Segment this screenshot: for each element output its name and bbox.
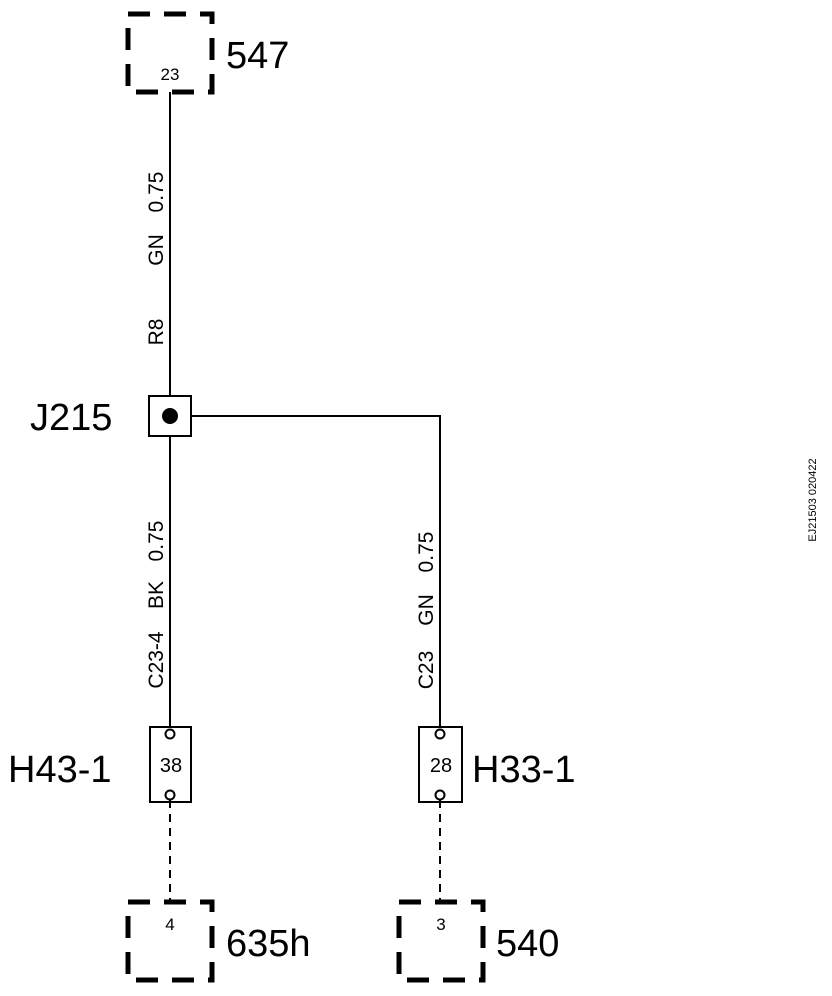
connector-h33-1-pin: 28 — [430, 755, 452, 777]
component-540: 3 540 — [396, 899, 559, 983]
connector-h33-1: 28 H33-1 — [418, 726, 576, 803]
wire-top-label: R8 GN 0.75 — [145, 172, 168, 346]
wire-right-label: C23 GN 0.75 — [415, 532, 438, 690]
component-540-label: 540 — [496, 923, 559, 965]
wire-top-circuit: R8 — [145, 319, 168, 346]
document-id: EJ21503 020422 — [807, 458, 819, 541]
wire-left-color: BK — [145, 581, 168, 609]
connector-h33-1-label: H33-1 — [472, 749, 576, 791]
connector-h43-1-pin-bottom — [164, 789, 176, 801]
splice-j215-label: J215 — [30, 397, 112, 439]
component-635h-label: 635h — [226, 923, 311, 965]
component-635h: 4 635h — [125, 899, 311, 983]
connector-h43-1: 38 H43-1 — [8, 726, 192, 803]
component-547-label: 547 — [226, 35, 289, 77]
wire-right — [191, 415, 441, 728]
wire-top-color: GN — [145, 234, 168, 266]
connector-h43-1-pin-top — [164, 728, 176, 740]
wire-right-gauge: 0.75 — [415, 532, 438, 573]
component-635h-pin: 4 — [165, 915, 174, 934]
wire-left-label: C23-4 BK 0.75 — [145, 521, 168, 689]
connector-h33-1-pin-top — [434, 728, 446, 740]
splice-j215: J215 — [30, 395, 192, 439]
wire-right-color: GN — [415, 594, 438, 626]
splice-j215-dot — [162, 408, 178, 424]
component-540-outline — [396, 899, 486, 983]
component-540-pin: 3 — [436, 915, 445, 934]
wire-right-circuit: C23 — [415, 651, 438, 690]
connector-h43-1-pin: 38 — [160, 755, 182, 777]
connector-h43-1-label: H43-1 — [8, 749, 112, 791]
connector-h33-1-pin-bottom — [434, 789, 446, 801]
connector-h33-1-body — [418, 726, 463, 803]
component-547-outline — [125, 11, 215, 95]
component-635h-outline — [125, 899, 215, 983]
wire-top-gauge: 0.75 — [145, 172, 168, 213]
component-547-pin: 23 — [161, 65, 180, 84]
wire-left-circuit: C23-4 — [145, 631, 168, 689]
wire-left-gauge: 0.75 — [145, 521, 168, 562]
component-547: 23 547 — [125, 11, 289, 95]
